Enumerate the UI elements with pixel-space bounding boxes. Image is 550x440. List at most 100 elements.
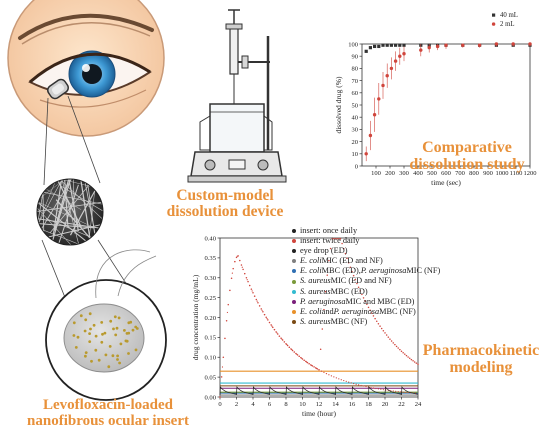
once-daily-point bbox=[340, 379, 342, 381]
drug-particle bbox=[108, 345, 112, 348]
twice-daily-point bbox=[230, 277, 233, 280]
legend-dot bbox=[292, 319, 296, 324]
pk-legend-item: E. coli MBC (ED), P. aeruginosa MIC (NF) bbox=[292, 266, 440, 276]
once-daily-point bbox=[400, 391, 402, 393]
drug-particle bbox=[123, 329, 126, 332]
drug-particle bbox=[109, 319, 113, 323]
once-daily-point bbox=[315, 367, 318, 369]
twice-daily-point bbox=[331, 238, 333, 240]
once-daily-point bbox=[288, 346, 290, 348]
y-tick-label: 0.40 bbox=[204, 235, 216, 242]
drug-particle bbox=[94, 348, 98, 352]
data-point-2ml bbox=[435, 44, 440, 49]
once-daily-point bbox=[350, 382, 352, 384]
x-tick-label: 2 bbox=[235, 401, 238, 408]
y-tick-label: 100 bbox=[348, 41, 358, 48]
once-daily-point bbox=[395, 390, 397, 392]
twice-daily-point bbox=[367, 306, 370, 309]
pk-legend-item: eye drop (ED) bbox=[292, 246, 440, 256]
x-tick-label: 800 bbox=[469, 170, 479, 177]
twice-daily-point bbox=[343, 247, 345, 250]
twice-daily-point bbox=[349, 266, 352, 268]
x-tick-label: 100 bbox=[371, 170, 381, 177]
once-daily-point bbox=[301, 357, 303, 359]
data-point-2ml bbox=[511, 42, 515, 46]
eye-illustration bbox=[7, 0, 165, 137]
legend-text: P. aeruginosa bbox=[360, 266, 407, 276]
data-point-2ml bbox=[364, 152, 368, 156]
x-tick-label: 400 bbox=[413, 170, 423, 177]
legend-text: MIC and MBC (ED) bbox=[345, 296, 415, 306]
x-tick-label: 20 bbox=[382, 401, 389, 408]
y-tick-label: 0.35 bbox=[204, 255, 216, 262]
once-daily-point bbox=[296, 353, 298, 355]
drug-particle bbox=[112, 327, 115, 331]
data-point-2ml bbox=[381, 83, 385, 88]
drug-particle bbox=[90, 359, 93, 363]
once-daily-point bbox=[402, 391, 404, 393]
caption-dissolution: Comparative dissolution study bbox=[409, 139, 525, 173]
nanofiber bbox=[37, 186, 103, 206]
data-point-2ml bbox=[419, 48, 423, 52]
data-point-2ml bbox=[477, 43, 482, 47]
pk-legend-item: S. aureus MIC (ED and NF) bbox=[292, 276, 440, 286]
twice-daily-point bbox=[395, 345, 398, 348]
twice-daily-point bbox=[417, 363, 419, 366]
data-point-2ml bbox=[444, 43, 448, 47]
legend-dot bbox=[292, 249, 296, 254]
data-point-2ml bbox=[461, 43, 465, 47]
x-tick-label: 300 bbox=[399, 170, 409, 177]
once-daily-point bbox=[362, 385, 365, 387]
twice-daily-point bbox=[255, 298, 258, 301]
twice-daily-point bbox=[407, 356, 409, 358]
twice-daily-point bbox=[361, 293, 363, 296]
twice-daily-point bbox=[220, 376, 223, 378]
once-daily-point bbox=[281, 338, 283, 340]
once-daily-point bbox=[382, 389, 384, 391]
caption-insert: Levofloxacin-loaded nanofibrous ocular i… bbox=[27, 397, 189, 429]
drug-particle bbox=[97, 358, 101, 362]
twice-daily-point bbox=[329, 247, 332, 250]
drug-particle bbox=[92, 323, 96, 327]
data-point-40ml bbox=[398, 43, 402, 47]
x-tick-label: 600 bbox=[441, 170, 451, 177]
data-point-40ml bbox=[394, 43, 398, 47]
twice-daily-point bbox=[242, 268, 244, 271]
legend-text: S. aureus bbox=[300, 276, 331, 286]
drug-particle bbox=[127, 331, 131, 335]
twice-daily-point bbox=[379, 325, 381, 327]
once-daily-point bbox=[221, 366, 224, 368]
once-daily-point bbox=[234, 261, 236, 263]
twice-daily-point bbox=[339, 238, 342, 240]
once-daily-point bbox=[310, 364, 313, 366]
once-daily-point bbox=[325, 373, 328, 375]
drug-particle bbox=[115, 326, 119, 330]
twice-daily-point bbox=[374, 317, 376, 320]
drug-particle bbox=[119, 342, 123, 346]
once-daily-point bbox=[256, 300, 258, 302]
y-tick-label: 50 bbox=[352, 102, 359, 109]
pk-legend-item: S. aureus MBC (NF) bbox=[292, 317, 440, 327]
drug-particle bbox=[100, 321, 104, 324]
legend-marker bbox=[492, 13, 496, 17]
data-point-40ml bbox=[368, 46, 372, 50]
pk-legend-item: insert: twice daily bbox=[292, 236, 440, 246]
y-tick-label: 60 bbox=[352, 90, 359, 97]
twice-daily-point bbox=[344, 252, 347, 255]
data-point-2ml bbox=[427, 45, 431, 50]
drug-particle bbox=[84, 351, 88, 354]
drug-particle bbox=[79, 314, 83, 318]
twice-daily-point bbox=[291, 349, 294, 352]
x-tick-label: 700 bbox=[455, 170, 465, 177]
nanofiber bbox=[55, 199, 103, 245]
data-point-2ml bbox=[494, 42, 499, 46]
twice-daily-point bbox=[382, 329, 385, 332]
twice-daily-point bbox=[338, 238, 340, 240]
x-axis-label: time (hour) bbox=[302, 409, 336, 418]
once-daily-point bbox=[323, 371, 325, 374]
pk-legend-item: insert: once daily bbox=[292, 226, 440, 236]
sem-nanofiber-image bbox=[36, 178, 104, 246]
